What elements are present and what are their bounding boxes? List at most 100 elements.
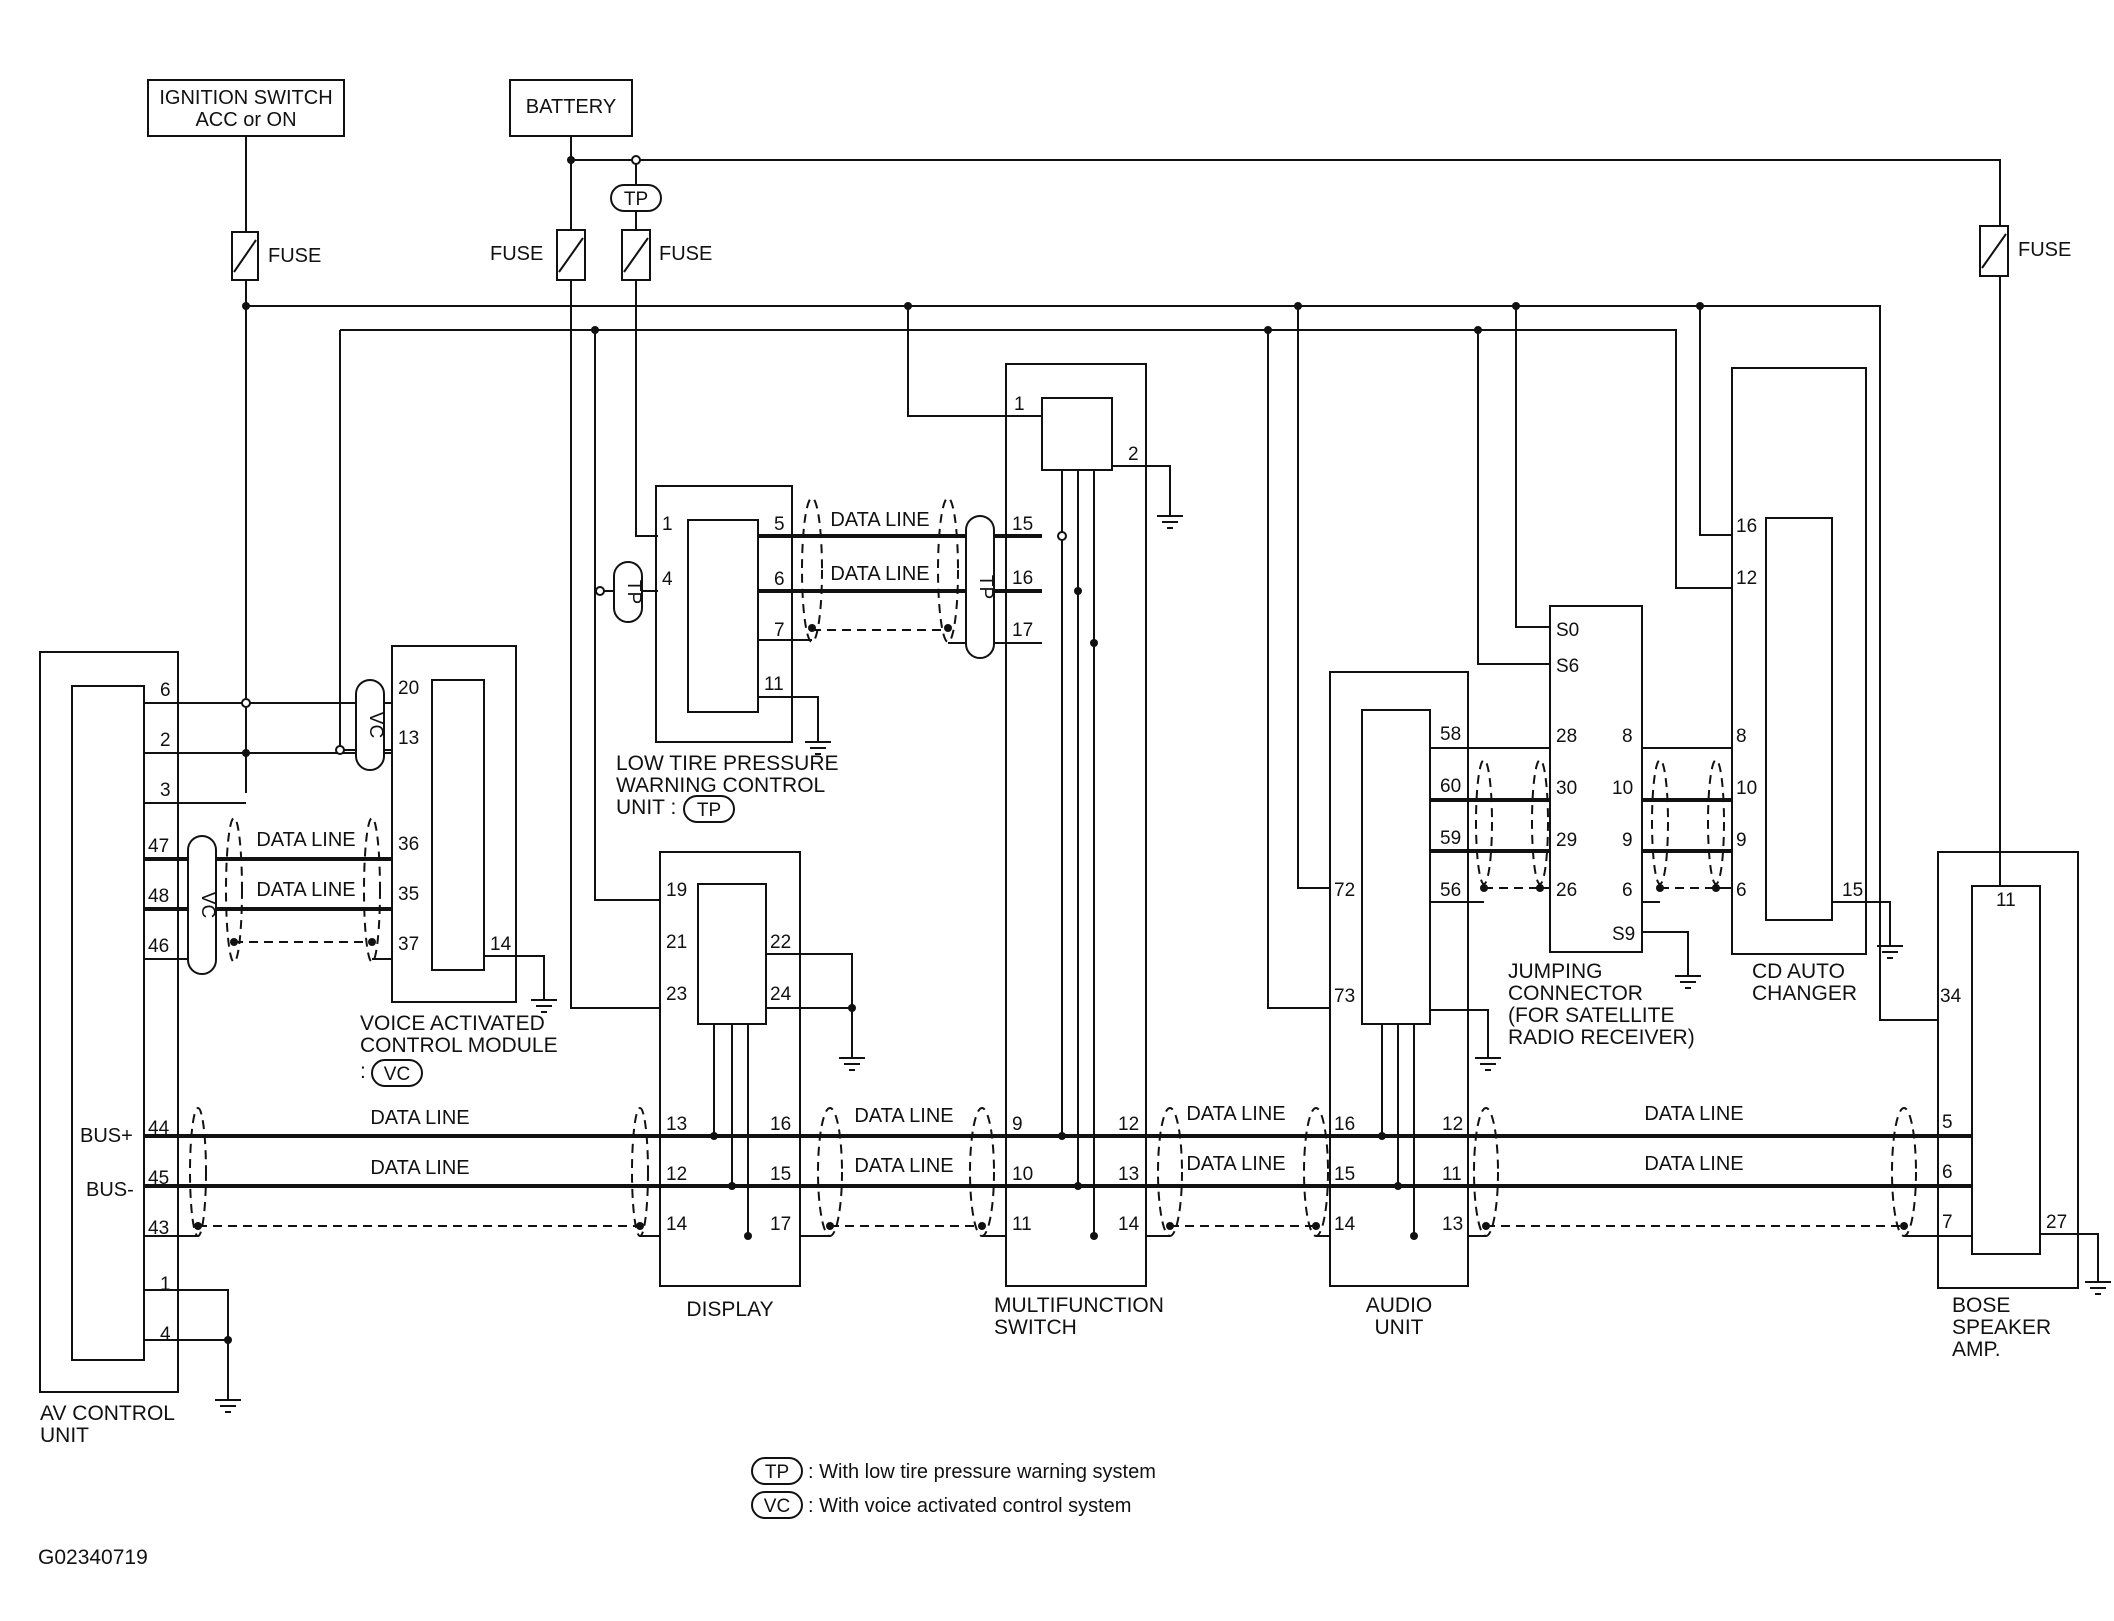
svg-text:VC: VC (365, 712, 386, 738)
svg-text:60: 60 (1440, 776, 1461, 797)
svg-text:CHANGER: CHANGER (1752, 982, 1857, 1005)
svg-text:4: 4 (662, 569, 673, 590)
svg-text:DATA LINE: DATA LINE (830, 509, 929, 531)
vc-badge-mid: VC (187, 835, 218, 975)
svg-text:30: 30 (1556, 778, 1577, 799)
svg-text:17: 17 (770, 1214, 791, 1235)
svg-text:14: 14 (666, 1214, 688, 1235)
fuse-label: FUSE (268, 245, 321, 267)
svg-text:AMP.: AMP. (1952, 1338, 2001, 1361)
fuse-ignition: FUSE (231, 231, 321, 281)
fuse-battery-main: FUSE (490, 229, 586, 281)
ignition-label-2: ACC or ON (195, 109, 296, 131)
fuse-label: FUSE (659, 243, 712, 265)
cd-auto-changer: 16 12 8 10 9 6 15 CD AUTO CHANGER (1731, 367, 1904, 1005)
svg-text:CD AUTO: CD AUTO (1752, 960, 1845, 983)
svg-text:10: 10 (1736, 778, 1757, 799)
svg-text:6: 6 (1942, 1162, 1953, 1183)
svg-text:17: 17 (1012, 620, 1033, 641)
svg-text:12: 12 (1442, 1114, 1463, 1135)
svg-text:TP: TP (975, 575, 996, 599)
battery-label: BATTERY (526, 96, 616, 118)
svg-text:1: 1 (662, 514, 673, 535)
svg-text:14: 14 (1334, 1214, 1356, 1235)
tp-badge-tire: TP (613, 561, 644, 623)
svg-text:4: 4 (160, 1324, 171, 1345)
av-communication-bus: DATA LINE DATA LINE DATA LINE DATA LINE … (144, 1103, 1972, 1237)
svg-text:59: 59 (1440, 828, 1461, 849)
legend: TP : With low tire pressure warning syst… (751, 1457, 1156, 1519)
svg-text:24: 24 (770, 984, 792, 1005)
svg-text:WARNING CONTROL: WARNING CONTROL (616, 774, 825, 797)
tp-badge-data: TP (965, 515, 996, 659)
svg-text:DATA LINE: DATA LINE (370, 1107, 469, 1129)
svg-text:DATA LINE: DATA LINE (256, 879, 355, 901)
svg-text:73: 73 (1334, 986, 1355, 1007)
svg-text:12: 12 (1118, 1114, 1139, 1135)
svg-text:13: 13 (1442, 1214, 1463, 1235)
svg-text:RADIO RECEIVER): RADIO RECEIVER) (1508, 1026, 1695, 1049)
svg-text:11: 11 (1996, 890, 2016, 911)
svg-text:MULTIFUNCTION: MULTIFUNCTION (994, 1294, 1164, 1317)
svg-text:6: 6 (160, 680, 171, 701)
svg-text:BOSE: BOSE (1952, 1294, 2010, 1317)
tp-tag: TP (624, 189, 648, 210)
tire-feed-junction (595, 586, 605, 596)
av-pins: 6 2 3 47 48 46 44 45 43 1 4 (148, 680, 171, 1345)
svg-text:5: 5 (1942, 1112, 1953, 1133)
svg-text:S0: S0 (1556, 620, 1579, 641)
svg-text:48: 48 (148, 886, 169, 907)
svg-text::: : (360, 1060, 366, 1083)
svg-text:CONTROL MODULE: CONTROL MODULE (360, 1034, 558, 1057)
junction-dots (242, 155, 1704, 334)
svg-text:DATA LINE: DATA LINE (1644, 1103, 1743, 1125)
svg-text:LOW TIRE PRESSURE: LOW TIRE PRESSURE (616, 752, 839, 775)
svg-text:JUMPING: JUMPING (1508, 960, 1603, 983)
ignition-label-1: IGNITION SWITCH (159, 87, 332, 109)
svg-text:DATA LINE: DATA LINE (370, 1157, 469, 1179)
svg-text:S6: S6 (1556, 656, 1579, 677)
tire-pins: 1 4 5 6 7 11 (662, 514, 785, 695)
av-label-2: UNIT (40, 1424, 89, 1447)
svg-text:13: 13 (1118, 1164, 1139, 1185)
voice-control-module: 20 13 36 35 37 14 VOICE ACTIVATED CONTRO… (360, 645, 558, 1087)
svg-text:10: 10 (1612, 778, 1633, 799)
svg-text:11: 11 (1442, 1164, 1462, 1185)
svg-text:DATA LINE: DATA LINE (1186, 1153, 1285, 1175)
svg-text:15: 15 (1334, 1164, 1355, 1185)
fuse-label: FUSE (490, 243, 543, 265)
cd-pins: 16 12 8 10 9 6 15 (1736, 516, 1863, 901)
svg-text:26: 26 (1556, 880, 1577, 901)
av-label-1: AV CONTROL (40, 1402, 175, 1425)
svg-text:3: 3 (160, 780, 171, 801)
svg-text:16: 16 (1012, 568, 1033, 589)
svg-text:47: 47 (148, 836, 169, 857)
svg-text:VC: VC (197, 892, 218, 918)
svg-text:DATA LINE: DATA LINE (854, 1105, 953, 1127)
tire-multifunction-wiring: DATA LINE DATA LINE (758, 497, 1042, 644)
power-wiring (245, 136, 2001, 1021)
svg-text:6: 6 (1622, 880, 1633, 901)
svg-text:22: 22 (770, 932, 791, 953)
multifunction-switch: 1 2 15 16 17 9 10 11 12 13 14 MULTIFUNCT… (994, 363, 1184, 1339)
svg-text:16: 16 (1334, 1114, 1355, 1135)
svg-text:19: 19 (666, 880, 687, 901)
svg-text:13: 13 (666, 1114, 687, 1135)
svg-text:9: 9 (1736, 830, 1747, 851)
svg-text:9: 9 (1622, 830, 1633, 851)
svg-text:14: 14 (1118, 1214, 1140, 1235)
bus-plus-label: BUS+ (80, 1125, 133, 1147)
svg-text:5: 5 (774, 514, 785, 535)
svg-text:44: 44 (148, 1118, 170, 1139)
svg-text:8: 8 (1622, 726, 1633, 747)
svg-text:7: 7 (774, 620, 785, 641)
svg-text:10: 10 (1012, 1164, 1033, 1185)
jumping-connector: S0 S6 28 30 29 26 8 10 9 6 S9 JUMPING CO… (1508, 605, 1702, 1049)
av-voice-wiring: DATA LINE DATA LINE (144, 698, 392, 963)
svg-text:7: 7 (1942, 1212, 1953, 1233)
audio-pins: 58 60 59 56 72 73 16 15 14 12 11 13 (1334, 724, 1463, 1235)
svg-text:2: 2 (160, 730, 171, 751)
svg-text:CONNECTOR: CONNECTOR (1508, 982, 1643, 1005)
bose-pins: 11 34 5 6 7 27 (1940, 890, 2067, 1233)
